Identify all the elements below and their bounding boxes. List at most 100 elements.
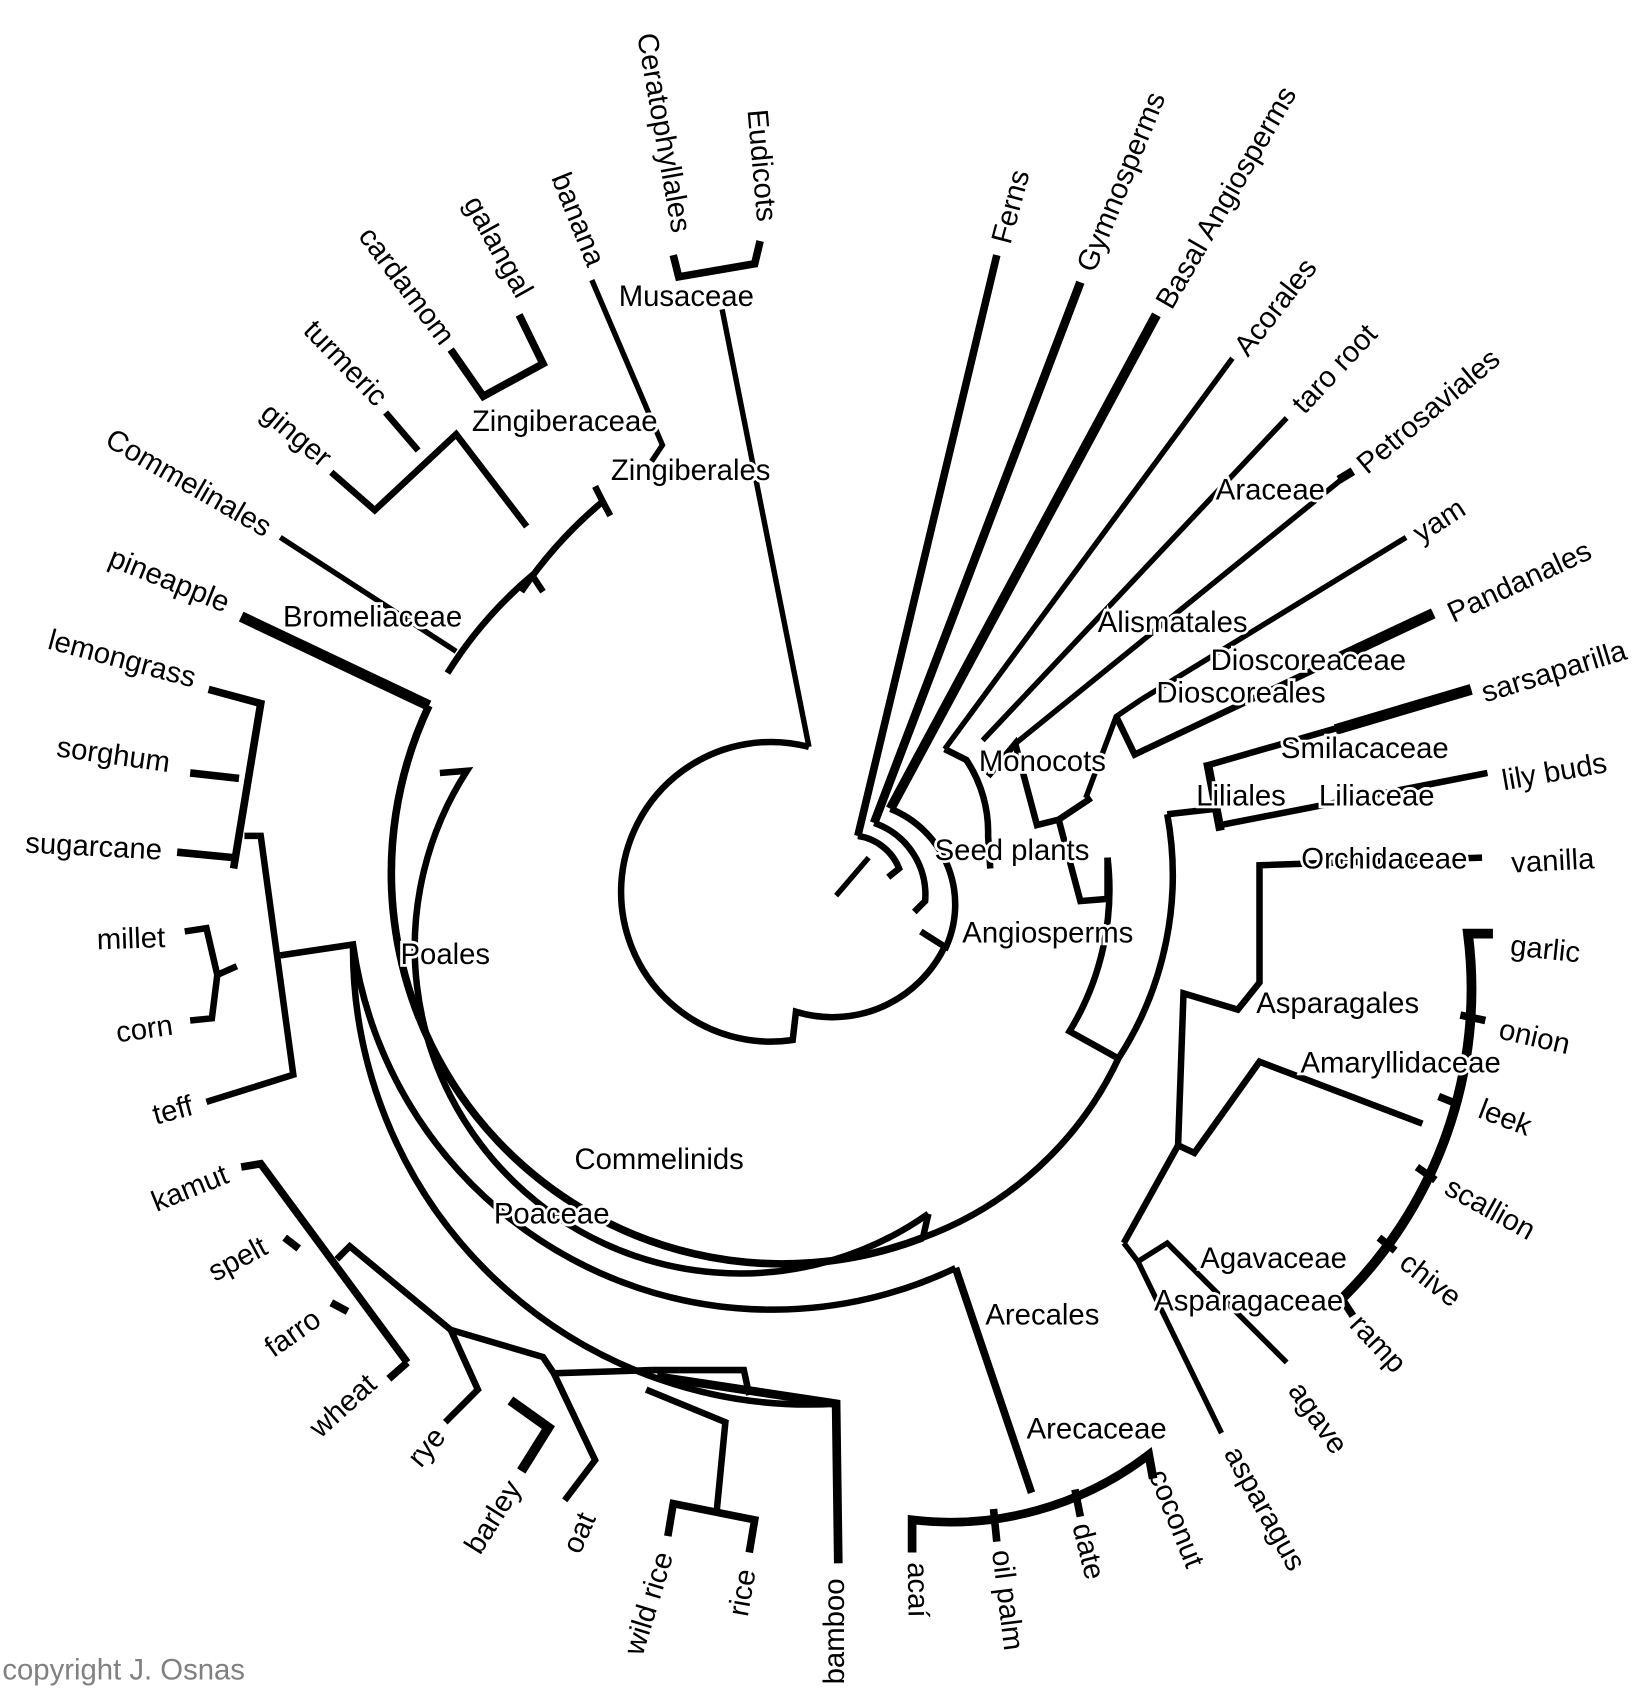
leaf-label: acaí — [901, 1562, 935, 1618]
leaf-label: taro root — [1285, 318, 1384, 420]
tree-branch — [279, 940, 957, 1313]
tree-branch — [383, 410, 421, 453]
tree-branch — [872, 819, 929, 915]
leaf-label: turmeric — [297, 314, 394, 413]
tree-branch — [617, 738, 949, 1045]
tree-branch — [1437, 1092, 1462, 1109]
leaf-label: sorghum — [55, 731, 172, 780]
clade-label: Monocots — [979, 745, 1106, 778]
tree-branch — [1337, 1295, 1357, 1318]
tree-branch — [282, 1234, 302, 1252]
leaf-label: galangal — [457, 190, 540, 303]
tree-branch — [719, 308, 812, 748]
tree-branch — [1064, 857, 1120, 1062]
leaf-label: Ferns — [985, 166, 1036, 247]
tree-branch — [387, 704, 925, 1268]
leaf-label: date — [1065, 1520, 1111, 1583]
tree-branch — [1166, 805, 1217, 818]
tree-branch — [1083, 535, 1408, 799]
clade-label: Zingiberaceae — [472, 405, 658, 438]
leaf-label: onion — [1496, 1013, 1573, 1061]
tree-branch — [857, 832, 903, 880]
leaf-label: teff — [149, 1089, 197, 1131]
clade-label: Araceae — [1216, 473, 1325, 506]
clade-label: Poaceae — [494, 1197, 610, 1230]
tree-branch — [1203, 761, 1225, 832]
tree-branch — [589, 279, 666, 463]
tree-branch — [989, 1508, 1001, 1542]
clade-label: Arecales — [985, 1298, 1099, 1331]
tree-branch — [189, 769, 240, 783]
leaf-label: pineapple — [104, 541, 234, 619]
tree-branch — [951, 1266, 1036, 1494]
leaf-label: rice — [722, 1567, 763, 1619]
tree-branch — [1414, 1163, 1438, 1184]
clade-label: Arecaceae — [1027, 1412, 1167, 1445]
tree-branch — [656, 1372, 843, 1564]
tree-branch — [349, 944, 837, 1408]
leaf-label: millet — [96, 921, 165, 956]
leaf-label: Commelinales — [100, 422, 277, 543]
tree-branch — [1322, 608, 1436, 670]
clade-label: Alismatales — [1098, 606, 1248, 639]
tree-branch — [1013, 473, 1349, 746]
tree-branch — [1333, 684, 1473, 735]
tree-branch — [238, 611, 432, 711]
clade-labels: MusaceaeZingiberaceaeZingiberalesBromeli… — [280, 277, 1503, 1448]
tree-branch — [329, 429, 530, 529]
tree-branch — [651, 1366, 753, 1396]
tree-branch — [1135, 1260, 1224, 1435]
tree-branch — [184, 924, 221, 1024]
tree-branch — [442, 1324, 652, 1425]
leaf-label: leek — [1474, 1093, 1536, 1143]
leaf-label: Ceratophyllales — [630, 30, 698, 235]
clade-label: Orchidaceae — [1301, 842, 1467, 875]
tree-branch — [1334, 928, 1493, 1307]
tree-branch — [907, 1446, 1158, 1553]
leaf-label: bamboo — [818, 1578, 851, 1684]
tree-branch — [1071, 1488, 1085, 1518]
tree-branch — [943, 746, 994, 869]
leaf-label: wild rice — [617, 1548, 680, 1660]
leaf-label: Gymnosperms — [1070, 87, 1172, 276]
tree-branch — [664, 1499, 760, 1554]
tree-branch — [386, 1359, 410, 1382]
tree-branch — [507, 1396, 556, 1474]
leaf-label: rye — [401, 1421, 452, 1473]
leaf-label: ramp — [1343, 1308, 1413, 1379]
leaf-label: kamut — [147, 1158, 233, 1218]
copyright-text: copyright J. Osnas — [2, 1653, 245, 1686]
tree-branch — [411, 767, 931, 1277]
leaf-label: chive — [1393, 1246, 1467, 1314]
clade-label: Dioscoreales — [1156, 676, 1325, 709]
leaf-label: barley — [458, 1474, 528, 1559]
clade-label: Dioscoreaceae — [1211, 644, 1406, 677]
leaf-label: ginger — [254, 396, 338, 474]
leaf-label: coconut — [1142, 1465, 1211, 1573]
leaf-label: Acorales — [1227, 252, 1323, 362]
leaf-label: cardamom — [352, 221, 462, 351]
branches — [176, 240, 1493, 1564]
clade-label: Bromeliaceae — [283, 600, 462, 633]
tree-branch — [669, 240, 764, 282]
tree-branch — [447, 313, 549, 402]
leaf-label: yam — [1407, 492, 1471, 550]
tree-branch — [1176, 1057, 1424, 1158]
tree-branch — [980, 416, 1289, 743]
tree-branch — [278, 535, 458, 654]
leaf-label: vanilla — [1510, 842, 1595, 879]
tree-branch — [1336, 467, 1356, 484]
clade-label: Amaryllidaceae — [1300, 1047, 1500, 1080]
leaf-label: lily buds — [1499, 746, 1609, 797]
tree-branch — [592, 484, 606, 504]
leaf-label: oil palm — [985, 1548, 1030, 1652]
leaf-label: wheat — [302, 1367, 383, 1445]
leaf-label: sugarcane — [25, 826, 163, 866]
tree-branch — [205, 832, 297, 1106]
leaf-label: Eudicots — [740, 108, 783, 223]
tree-branch — [215, 963, 239, 978]
clade-label: Asparagaceae — [1154, 1284, 1343, 1317]
tree-branch — [834, 855, 871, 898]
leaf-label: Pandanales — [1442, 534, 1596, 629]
